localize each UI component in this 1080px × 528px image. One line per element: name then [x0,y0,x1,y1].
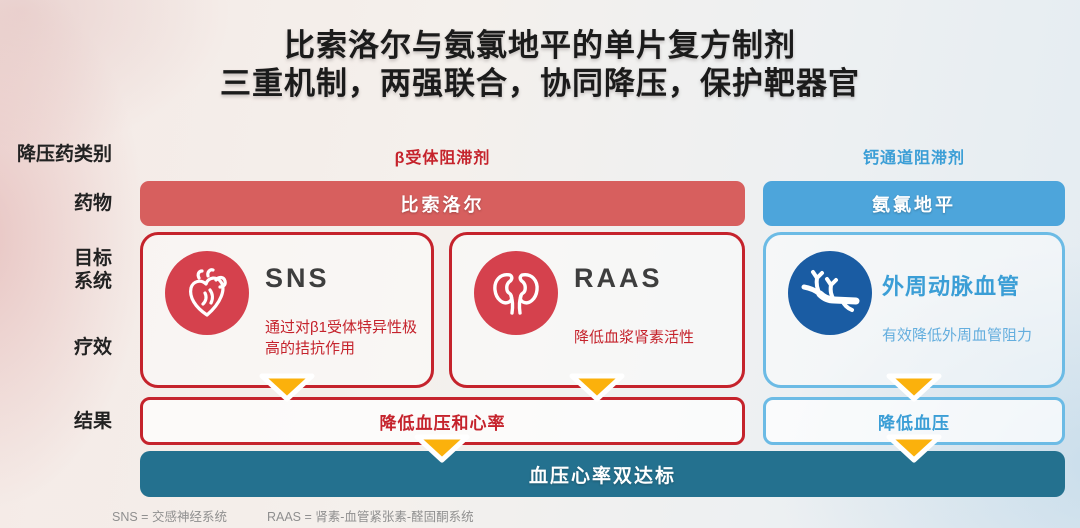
sns-title: SNS [265,263,330,293]
sns-footnote: SNS = 交感神经系统 [112,510,227,524]
ccb-result-label: 降低血压 [878,413,950,433]
bisoprolol-drug-bar: 比索洛尔 [140,181,745,226]
peripheral-artery-target-box: 外周动脉血管 有效降低外周血管阻力 [763,232,1065,388]
beta-result-bar: 降低血压和心率 [140,397,745,445]
combined-outcome-label: 血压心率双达标 [528,465,676,487]
page-subtitle: 三重机制，两强联合，协同降压，保护靶器官 [220,66,860,101]
page-title: 比索洛尔与氨氯地平的单片复方制剂 [284,28,796,63]
peripheral-artery-effect-text: 有效降低外周血管阻力 [882,327,1033,344]
amlodipine-drug-label: 氨氯地平 [872,194,956,215]
down-arrow-icon [886,434,942,463]
raas-footnote: RAAS = 肾素-血管紧张素-醛固酮系统 [266,510,474,524]
amlodipine-drug-bar: 氨氯地平 [763,181,1065,226]
combined-outcome-bar: 血压心率双达标 [140,451,1065,497]
artery-icon [788,251,872,335]
down-arrow-icon [259,373,315,402]
row-label-result: 结果 [73,411,112,432]
bisoprolol-drug-label: 比索洛尔 [400,194,485,215]
sns-target-box: SNS 通过对β1受体特异性极高的拮抗作用 [140,232,434,388]
raas-effect-text: 降低血浆肾素活性 [574,329,695,346]
row-label-target-system: 目标 系统 [0,247,112,293]
down-arrow-icon [414,434,470,463]
row-label-target-line1: 目标 [73,248,112,269]
down-arrow-icon [886,373,942,402]
raas-target-box: RAAS 降低血浆肾素活性 [449,232,745,388]
row-label-effect: 疗效 [73,337,112,358]
heart-icon [165,251,249,335]
raas-title: RAAS [574,263,663,293]
beta-result-label: 降低血压和心率 [379,413,506,433]
footnotes: SNS = 交感神经系统 RAAS = 肾素-血管紧张素-醛固酮系统 [112,506,474,525]
row-label-drug-category: 降压药类别 [16,144,112,165]
peripheral-artery-title: 外周动脉血管 [882,274,1021,299]
down-arrow-icon [569,373,625,402]
sns-effect-text: 通过对β1受体特异性极高的拮抗作用 [265,319,417,357]
row-label-target-line2: 系统 [73,271,112,292]
row-label-drug: 药物 [73,193,112,214]
calcium-channel-blocker-class-label: 钙通道阻滞剂 [862,150,965,167]
kidneys-icon [474,251,558,335]
beta-blocker-class-label: β受体阻滞剂 [394,150,491,167]
